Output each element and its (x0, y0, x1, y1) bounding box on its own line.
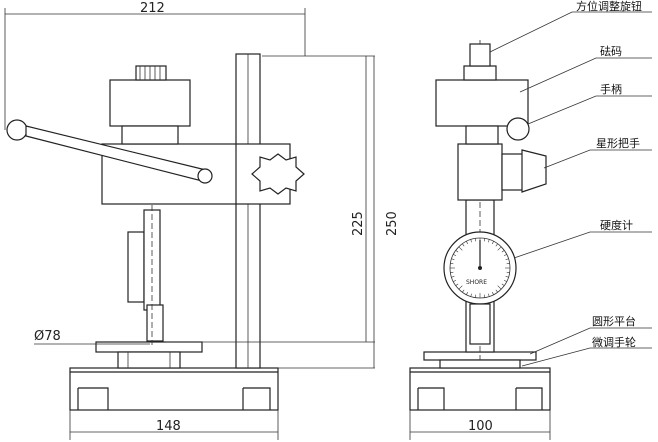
gauge-tick (455, 283, 459, 286)
gauge-tick (470, 239, 472, 243)
base-foot-left (77, 387, 109, 410)
side-handle-ball (506, 117, 530, 141)
label-gauge: 硬度计 (600, 218, 633, 232)
leader-knob (489, 11, 652, 53)
gauge-tick (458, 285, 463, 290)
gauge-tick (501, 250, 505, 253)
leader-weight (519, 57, 652, 93)
weight-block (109, 79, 191, 127)
label-star-knob: 星形把手 (596, 136, 640, 150)
dim-78-text: Ø78 (34, 329, 61, 344)
front-view: 212 Ø78 (4, 1, 400, 440)
gauge-tick (466, 291, 469, 295)
platform-wheel (117, 351, 181, 369)
label-fine-wheel: 微调手轮 (592, 335, 636, 349)
dim-100-text: 100 (468, 419, 493, 434)
handle-ball (6, 119, 28, 141)
dim-250-text: 250 (385, 211, 400, 236)
label-orientation-knob: 方位调整旋钮 (576, 0, 642, 13)
indenter-holder (146, 304, 164, 342)
gauge-tick (470, 293, 472, 297)
gauge-tick (497, 246, 502, 251)
side-base (409, 367, 551, 411)
side-indenter (469, 303, 491, 345)
label-platform: 圆形平台 (592, 314, 636, 328)
gauge-tick (501, 283, 505, 286)
gauge-tick (466, 241, 469, 245)
gauge-tick (505, 276, 509, 278)
gauge-tick (451, 258, 455, 260)
side-star-knob (521, 149, 547, 193)
side-carriage (457, 143, 503, 201)
gauge-tick (503, 254, 507, 257)
leader-platform (529, 327, 652, 355)
gauge-text: SHORE (466, 279, 487, 286)
leader-gauge (513, 231, 652, 259)
gauge-side (127, 231, 145, 303)
gauge-tick (497, 285, 502, 290)
gauge-tick (503, 279, 507, 282)
side-knob (463, 65, 497, 81)
dim-212-text: 212 (140, 1, 165, 16)
label-weight: 砝码 (600, 44, 622, 58)
gauge-tick (462, 289, 465, 293)
label-handle: 手柄 (600, 82, 622, 96)
gauge-tick (455, 250, 459, 253)
gauge-tick (495, 289, 498, 293)
gauge-tick (488, 239, 490, 243)
gauge-tick (451, 276, 455, 278)
round-platform (95, 341, 203, 353)
gauge-tick (491, 241, 494, 245)
gauge-tick (505, 258, 509, 260)
gauge-tick (453, 254, 457, 257)
star-knob (251, 153, 305, 195)
base-block (69, 367, 279, 411)
gauge-tick (458, 246, 463, 251)
dim-148-text: 148 (156, 419, 181, 434)
leader-fine-wheel (521, 347, 652, 367)
gauge-tick (495, 243, 498, 247)
callouts: 方位调整旋钮 砝码 手柄 星形把手 硬度计 圆形平台 微调手轮 (489, 0, 652, 367)
leader-handle (527, 95, 652, 125)
gauge-tick (462, 243, 465, 247)
side-view: SHORE 100 (409, 40, 551, 440)
gauge-tick (453, 279, 457, 282)
gauge-tick (488, 293, 490, 297)
leader-star-knob (543, 149, 652, 169)
base-foot-right (242, 387, 271, 410)
gauge-tick (491, 291, 494, 295)
dim-225-text: 225 (351, 211, 366, 236)
adjust-knob (135, 65, 167, 81)
